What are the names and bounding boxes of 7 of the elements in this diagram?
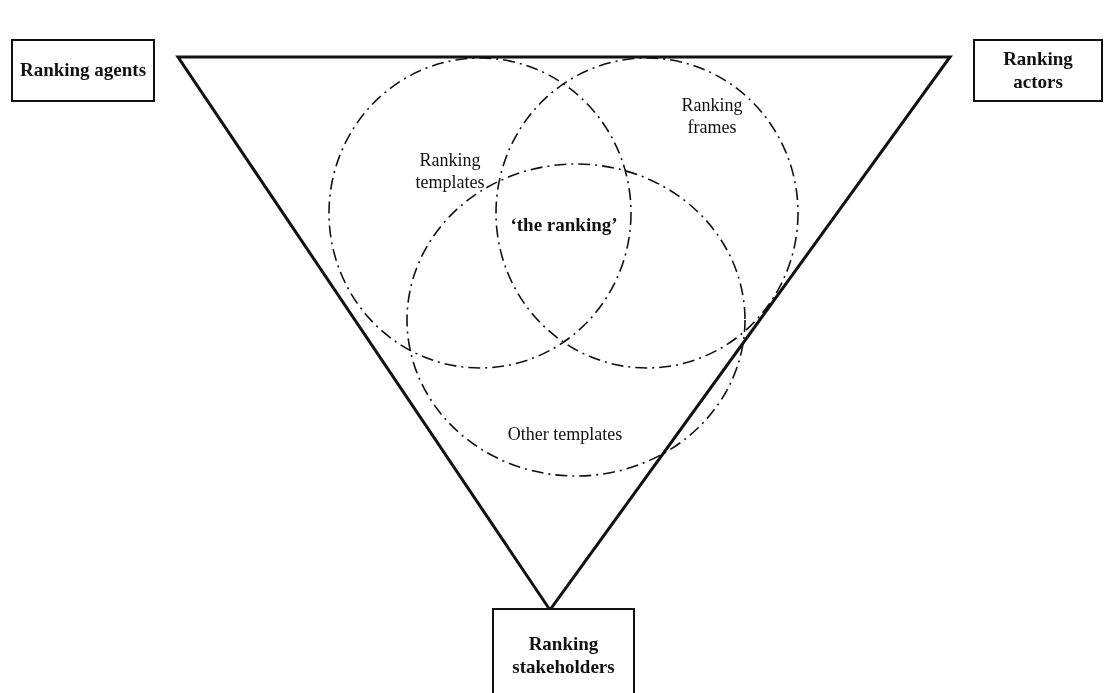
label-box: Ranking actors: [973, 39, 1103, 102]
center-label: ‘the ranking’: [510, 213, 618, 237]
label-box: Ranking agents: [11, 39, 155, 102]
circle-label: Ranking frames: [680, 95, 744, 139]
circle-label: Other templates: [506, 424, 624, 446]
label-box: Ranking stakeholders: [492, 608, 635, 693]
circle-label: Ranking templates: [414, 150, 486, 194]
